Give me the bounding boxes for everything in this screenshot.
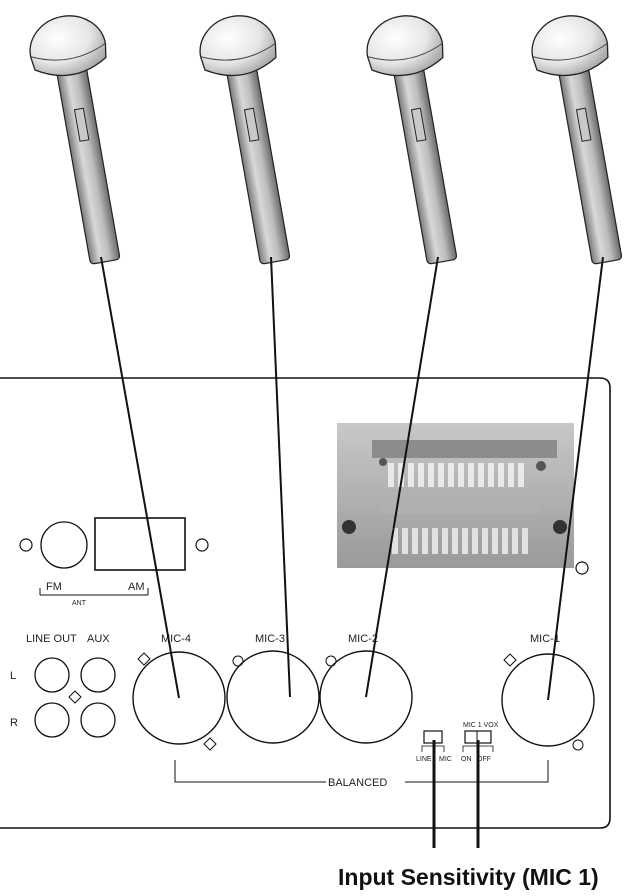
ant-label: ANT [72,600,87,607]
l-channel-label: L [10,670,16,682]
line-out-label: LINE OUT [26,633,77,645]
switch-section: MIC 1 VOX LINE MIC ON OFF [416,722,499,763]
mic1-vox-label: MIC 1 VOX [463,722,499,729]
aux-l-jack[interactable] [81,658,115,692]
mic-2-jack-group: MIC-2 [320,633,412,743]
balanced-label: BALANCED [328,777,387,789]
line-out-r-jack[interactable] [35,703,69,737]
line-switch-label: LINE [416,756,432,763]
mic-3-label: MIC-3 [255,633,285,645]
mic-4-jack-group: MIC-4 [133,633,225,750]
cable-mic-4 [101,257,179,698]
cable-mic-3 [271,257,290,697]
fm-antenna-jack[interactable] [41,522,87,568]
board-photo [337,423,574,568]
aux-label: AUX [87,633,110,645]
fm-label: FM [46,581,62,593]
input-sensitivity-caption: Input Sensitivity (MIC 1) [338,864,599,890]
on-switch-label: ON [461,756,472,763]
mic-4-label: MIC-4 [161,633,191,645]
mic-1-jack-group: MIC-1 [502,562,594,750]
am-label: AM [128,581,145,593]
mic-3-jack-group: MIC-3 [227,633,319,743]
r-channel-label: R [10,717,18,729]
aux-r-jack[interactable] [81,703,115,737]
microphone-1 [527,10,625,268]
am-antenna-terminal[interactable] [95,518,185,570]
mic-2-label: MIC-2 [348,633,378,645]
microphone-4 [25,10,143,268]
line-out-l-jack[interactable] [35,658,69,692]
microphone-3 [195,10,313,268]
microphone-2 [362,10,480,268]
mic-switch-label: MIC [439,756,452,763]
antenna-section: FM AM ANT [20,518,208,607]
line-out-aux-section: LINE OUT AUX L R [10,633,115,737]
balanced-bracket: BALANCED [175,760,548,789]
